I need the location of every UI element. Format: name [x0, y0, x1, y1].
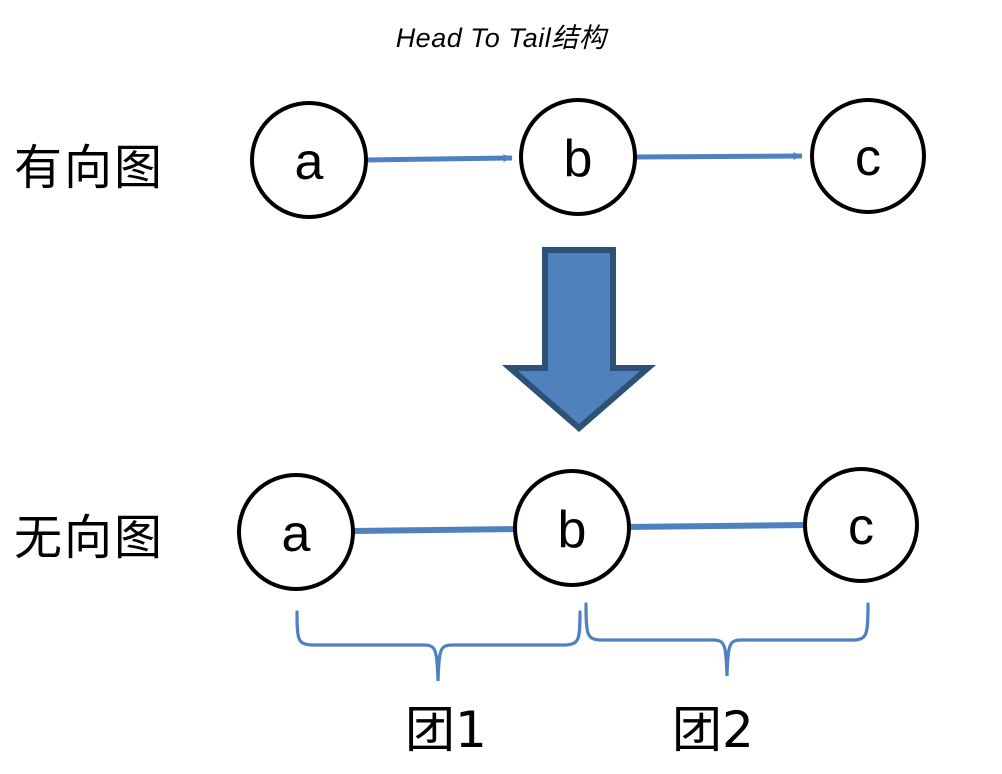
edge-a-to-b-directed [365, 154, 513, 163]
undirected-graph-label: 无向图 [14, 510, 165, 566]
edge-a-b-undirected [351, 526, 517, 534]
node-c-directed[interactable] [810, 98, 926, 214]
clique-label-1: 团1 [405, 701, 487, 759]
directed-graph-label: 有向图 [14, 140, 165, 196]
node-a-directed[interactable] [250, 101, 368, 219]
clique-brace-1 [295, 610, 582, 682]
node-b-directed[interactable] [519, 98, 637, 216]
clique-brace-2 [584, 602, 870, 677]
directed-nodes [250, 98, 926, 219]
edge-b-to-c-directed [635, 152, 803, 161]
down-block-arrow [501, 247, 657, 432]
edge-b-c-undirected [627, 522, 807, 530]
undirected-nodes [237, 467, 919, 591]
undirected-edges [351, 522, 807, 534]
clique-braces [295, 602, 870, 682]
node-c-undirected[interactable] [803, 467, 919, 583]
node-a-undirected[interactable] [237, 473, 355, 591]
clique-label-2: 团2 [672, 701, 754, 759]
directed-edges [365, 152, 803, 163]
node-b-undirected[interactable] [513, 469, 631, 587]
page-title: Head To Tail结构 [395, 23, 607, 53]
